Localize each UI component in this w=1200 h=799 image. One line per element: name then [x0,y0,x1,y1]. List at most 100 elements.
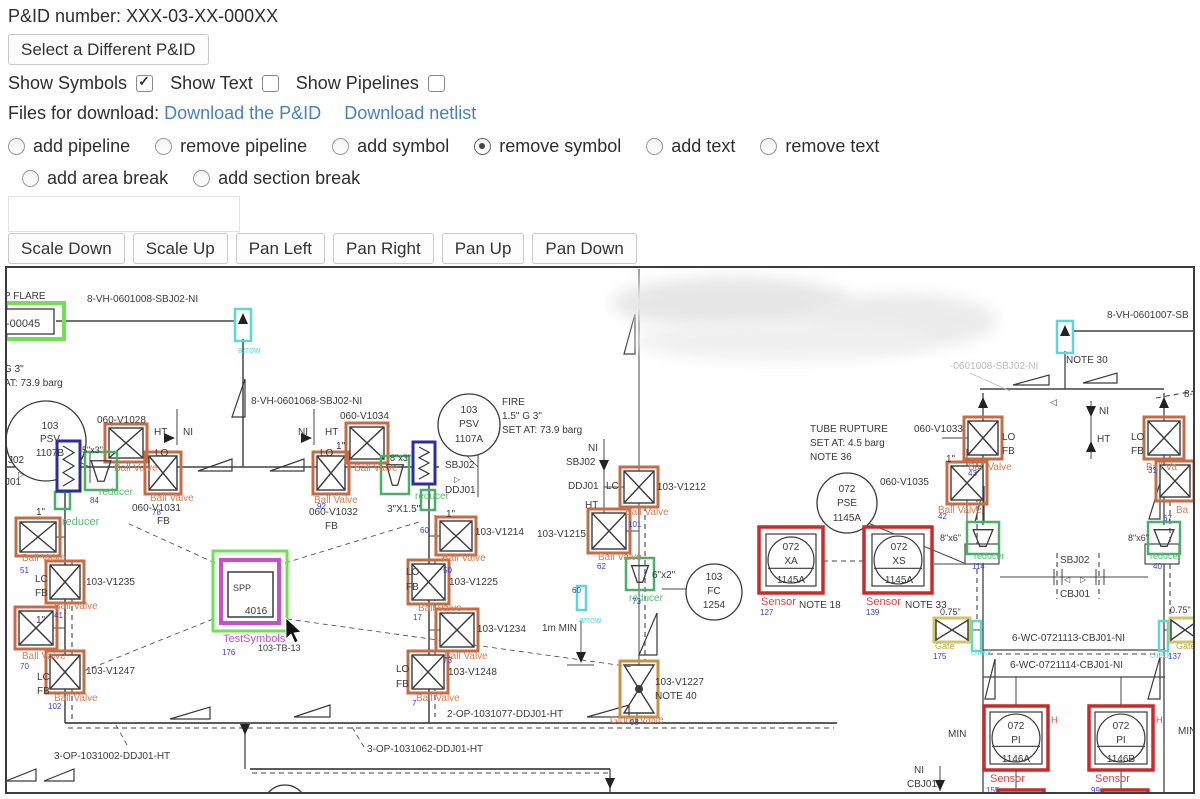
symbol-highlight-box[interactable] [1154,459,1193,503]
radio-add-section-break[interactable] [193,170,211,187]
diagram-text: 102 [48,702,62,711]
sensor-highlight-box[interactable] [996,788,1046,792]
symbol-highlight-box[interactable] [344,421,390,465]
scale-up-button[interactable]: Scale Up [132,233,228,265]
symbol-highlight-box[interactable] [962,415,1004,461]
downloads-row: Files for download: Download the P&ID Do… [8,103,494,124]
reducer-highlight-box[interactable] [624,556,656,592]
pan-right-button[interactable]: Pan Right [333,233,434,265]
radio-remove-pipeline[interactable] [155,138,173,155]
cyan-highlight-box[interactable] [1157,619,1170,653]
diagram-text: 103-V1212 [657,482,706,493]
download-pid-link[interactable]: Download the P&ID [164,103,322,123]
pan-left-button[interactable]: Pan Left [235,233,326,265]
sensor-highlight-box[interactable] [1087,704,1155,772]
cyan-highlight-box[interactable] [233,307,253,343]
blur-smudge [632,321,932,361]
highlight-box[interactable] [211,549,289,633]
flag-wedge-icon [293,704,331,718]
reducer-icon[interactable] [972,529,994,547]
select-different-pid-button[interactable]: Select a Different P&ID [8,34,209,66]
reducer-icon[interactable] [385,464,405,486]
pan-up-button[interactable]: Pan Up [441,233,525,265]
diagram-text: 155 [986,786,1000,792]
relief-valve-icon[interactable] [411,440,437,486]
checkbox-show-pipelines[interactable] [427,75,445,92]
diagram-text: AT: 73.9 barg [7,378,63,389]
pan-down-button[interactable]: Pan Down [532,233,637,265]
symbol-highlight-box[interactable] [1142,415,1186,461]
flow-arrow-icon [599,460,609,471]
symbol-highlight-box[interactable] [434,515,478,557]
highlight-box[interactable] [1168,616,1193,644]
reducer-highlight-box[interactable] [965,520,1001,556]
symbol-highlight-box[interactable] [586,507,632,555]
highlight-box[interactable] [7,308,55,335]
instrument-square-icon[interactable] [765,533,817,587]
symbol-highlight-box[interactable] [13,605,59,651]
symbol-highlight-box[interactable] [406,649,450,695]
radio-remove-text[interactable] [760,138,778,155]
symbol-highlight-box[interactable] [44,559,86,605]
radio-label: add text [671,136,736,156]
scale-down-button[interactable]: Scale Down [8,233,125,265]
diagram-text: 114 [972,562,985,571]
checkbox-show-symbols[interactable] [136,73,154,92]
diagram-text: 7 [412,699,417,708]
diagram-text: 67 [1163,514,1172,523]
check-valve-icon[interactable] [935,618,969,642]
ball-valve-icon [1159,464,1191,498]
ball-valve-icon [19,521,57,553]
symbol-highlight-box[interactable] [434,607,480,653]
highlight-box[interactable] [53,490,72,511]
symbol-highlight-box[interactable] [311,450,351,496]
symbol-highlight-box[interactable] [103,422,149,464]
sensor-highlight-box[interactable] [982,704,1050,772]
cyan-highlight-box[interactable] [970,619,983,653]
diagram-text: 3"X1.5" [387,504,421,515]
cyan-highlight-box[interactable] [1055,319,1075,355]
highlight-box[interactable] [227,571,274,618]
highlight-box[interactable] [932,616,972,644]
reducer-icon[interactable] [1153,529,1175,547]
reducer-icon[interactable] [90,460,112,482]
symbol-highlight-box[interactable] [143,450,183,496]
radio-remove-symbol[interactable] [474,138,492,155]
diagram-text: NOTE 30 [1066,355,1108,366]
highlight-box[interactable] [219,558,281,625]
instrument-square-icon [991,713,1041,763]
sensor-highlight-box[interactable] [757,525,825,595]
check-valve-icon[interactable] [1170,618,1193,642]
sensor-highlight-box[interactable] [1100,788,1150,792]
globe-valve-icon[interactable] [622,664,656,714]
radio-add-area-break[interactable] [22,170,39,187]
diagram-text: ▷ [1080,575,1087,584]
relief-valve-icon[interactable] [55,439,82,493]
spring-icon [417,446,431,480]
symbol-highlight-box[interactable] [618,465,660,509]
reducer-highlight-box[interactable] [379,454,411,496]
sensor-highlight-box[interactable] [862,525,934,595]
reducer-highlight-box[interactable] [1146,520,1182,556]
symbol-highlight-box[interactable] [44,649,86,695]
pid-diagram[interactable]: P FLARE-000458-VH-0601008-SBJ02-NIarrowG… [7,268,1193,792]
symbol-highlight-box[interactable] [406,558,451,606]
highlight-box[interactable] [419,488,437,512]
download-netlist-link[interactable]: Download netlist [344,103,477,123]
radio-add-pipeline[interactable] [8,138,25,155]
radio-add-text[interactable] [646,138,664,155]
symbol-highlight-box[interactable] [945,460,989,506]
symbol-highlight-box[interactable] [14,516,62,558]
radio-add-symbol[interactable] [332,138,350,155]
diagram-text: ▷ [454,475,461,484]
cyan-highlight-box[interactable] [575,584,588,612]
reducer-highlight-box[interactable] [83,450,119,492]
symbol-highlight-box[interactable] [618,659,660,719]
empty-input-box[interactable] [8,196,240,232]
checkbox-show-text[interactable] [261,75,279,92]
diagram-text: LC [35,574,48,585]
diagram-text: SET AT: 73.9 barg [502,425,582,436]
highlight-box[interactable] [7,301,66,341]
reducer-icon[interactable] [630,565,650,583]
